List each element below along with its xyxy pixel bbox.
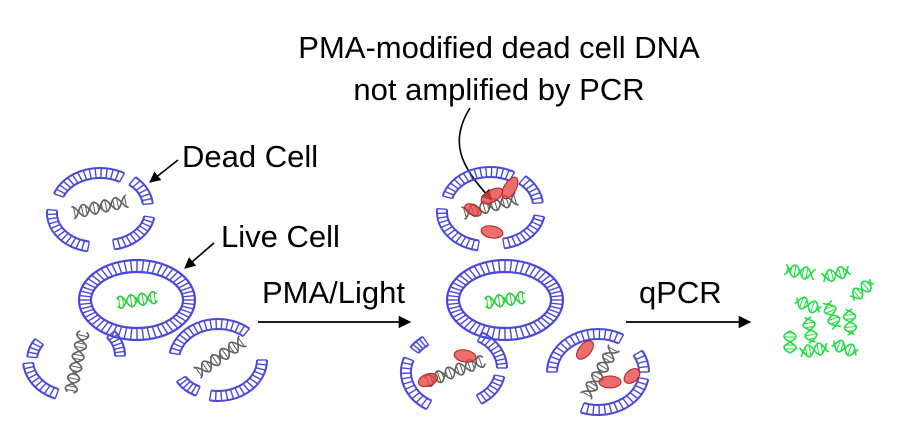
amplified-dna-copy [798, 342, 830, 358]
membrane-segment [106, 330, 126, 357]
step1-label: PMA/Light [262, 275, 405, 310]
membrane-segment [168, 318, 251, 356]
membrane-segment [400, 356, 433, 411]
amplified-dna-copy [831, 339, 859, 357]
live-cell [77, 258, 197, 342]
pma-dead-cell-top [436, 166, 546, 252]
amplified-dna-copy [822, 299, 842, 331]
dead-cell-top [46, 167, 156, 253]
pma-molecule [623, 368, 641, 384]
membrane-segment [502, 214, 546, 250]
dead-cell-pointer-arrow [149, 159, 179, 183]
membrane-segment [579, 377, 650, 416]
membrane-segment [53, 167, 126, 198]
membrane-segment [475, 374, 506, 405]
dead-cell-bottom-right [168, 318, 268, 402]
pma-molecule [480, 225, 504, 239]
membrane-segment [46, 208, 90, 253]
after-pma-panel [400, 166, 650, 416]
amplified-dna-copy [820, 265, 852, 283]
dead-cell-label: Dead Cell [182, 139, 318, 174]
pma-molecule [501, 176, 519, 200]
membrane-segment [112, 215, 156, 251]
amplified-dna-copy [783, 330, 797, 354]
live-cell-pointer-arrow [184, 242, 215, 269]
dead-cell-dna [193, 335, 247, 379]
pma-dna-pointer-arrow [458, 107, 493, 201]
pma-molecule [464, 203, 482, 217]
dead-cell-dna [71, 194, 129, 220]
amplified-dna-copy [794, 296, 822, 314]
before-treatment-panel [22, 167, 268, 402]
membrane-segment [409, 335, 430, 354]
membrane-ring [445, 258, 565, 342]
pma-molecule [417, 372, 439, 388]
top-annotation-line2: not amplified by PCR [353, 72, 644, 107]
dead-cell-bottom-left [22, 330, 126, 400]
pma-dead-cell-bottom-right [546, 328, 650, 416]
membrane-segment [128, 176, 154, 206]
membrane-segment [518, 175, 544, 205]
membrane-segment [476, 331, 508, 369]
live-cell-dna [484, 290, 526, 310]
membrane-ring [77, 258, 197, 342]
live-cell-label: Live Cell [221, 219, 340, 254]
amplified-dna-copy [849, 279, 875, 301]
membrane-segment [22, 362, 60, 400]
membrane-segment [436, 207, 480, 252]
live-cell-after-pma [445, 258, 565, 342]
amplified-dna-panel [783, 263, 875, 358]
pma-dead-cell-bottom-left [400, 331, 508, 411]
dead-cell-dna [64, 330, 90, 394]
amplified-dna-copy [842, 308, 858, 336]
membrane-segment [546, 328, 625, 373]
pma-molecule [598, 375, 622, 389]
membrane-segment [175, 375, 201, 397]
membrane-segment [26, 338, 45, 359]
live-cell-dna [116, 290, 158, 310]
pma-molecule [453, 349, 477, 363]
amplified-dna-copy [783, 263, 817, 281]
membrane-segment [208, 359, 268, 402]
amplified-dna-copy [802, 316, 818, 344]
top-annotation-line1: PMA-modified dead cell DNA [298, 30, 700, 65]
pma-molecule [576, 340, 594, 360]
step2-label: qPCR [639, 275, 722, 310]
membrane-segment [441, 166, 516, 200]
